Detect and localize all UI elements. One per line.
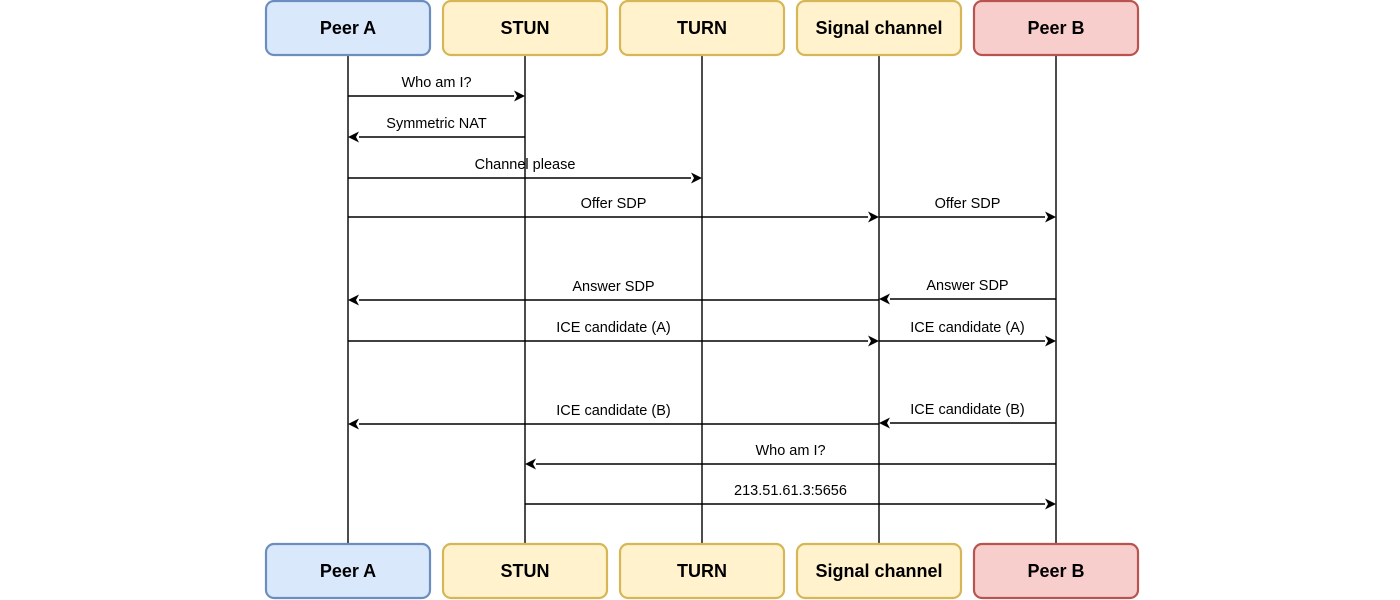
actor-stun-bottom: STUN: [441, 542, 609, 600]
arrowhead-icon: [348, 294, 359, 306]
arrowhead-icon: [868, 335, 879, 347]
actor-box: [795, 542, 963, 600]
actor-signal-bottom: Signal channel: [795, 542, 963, 600]
actor-label: Peer B: [1027, 18, 1084, 38]
message-label: ICE candidate (A): [910, 320, 1024, 336]
actor-box: [618, 542, 786, 600]
actor-box: [618, 0, 786, 57]
actor-stun-top: STUN: [441, 0, 609, 57]
messages: Who am I? Symmetric NAT Channel pleaseOffe…: [348, 75, 1056, 510]
message: Who am I?: [348, 75, 525, 102]
message-label: ICE candidate (B): [556, 403, 670, 419]
actor-box: [441, 0, 609, 57]
message-label: ICE candidate (B): [910, 402, 1024, 418]
message-label: Who am I?: [401, 75, 471, 91]
message: ICE candidate (A): [348, 320, 879, 347]
message: Answer SDP: [348, 279, 879, 306]
actor-label: Signal channel: [815, 561, 942, 581]
actor-label: Peer A: [320, 18, 376, 38]
arrowhead-icon: [1045, 335, 1056, 347]
arrowhead-icon: [868, 211, 879, 223]
actor-label: Signal channel: [815, 18, 942, 38]
message: ICE candidate (B): [879, 402, 1056, 429]
actor-box: [441, 542, 609, 600]
arrowhead-icon: [879, 293, 890, 305]
message-label: Who am I?: [755, 443, 825, 459]
message: ICE candidate (B): [348, 403, 879, 430]
message-label: Answer SDP: [926, 278, 1008, 294]
actor-row-top: Peer A STUN TURN Signal channel Peer B: [264, 0, 1140, 57]
actor-box: [795, 0, 963, 57]
message-label: Offer SDP: [935, 196, 1001, 212]
actor-row-bottom: Peer A STUN TURN Signal channel Peer B: [264, 542, 1140, 600]
actor-peer_a-top: Peer A: [264, 0, 432, 57]
arrowhead-icon: [525, 458, 536, 470]
arrowhead-icon: [1045, 211, 1056, 223]
arrowhead-icon: [879, 417, 890, 429]
actor-turn-top: TURN: [618, 0, 786, 57]
message: Symmetric NAT: [348, 116, 525, 143]
actor-label: Peer A: [320, 561, 376, 581]
arrowhead-icon: [691, 172, 702, 184]
actor-label: TURN: [677, 18, 727, 38]
message: 213.51.61.3:5656: [525, 483, 1056, 510]
message-label: ICE candidate (A): [556, 320, 670, 336]
actor-signal-top: Signal channel: [795, 0, 963, 57]
arrowhead-icon: [514, 90, 525, 102]
actor-peer_b-top: Peer B: [972, 0, 1140, 57]
arrowhead-icon: [1045, 498, 1056, 510]
actor-label: Peer B: [1027, 561, 1084, 581]
actor-peer_a-bottom: Peer A: [264, 542, 432, 600]
actor-turn-bottom: TURN: [618, 542, 786, 600]
message-label: 213.51.61.3:5656: [734, 483, 847, 499]
message: Channel please: [348, 157, 702, 184]
message: Offer SDP: [348, 196, 879, 223]
message: Answer SDP: [879, 278, 1056, 305]
arrowhead-icon: [348, 131, 359, 143]
actor-peer_b-bottom: Peer B: [972, 542, 1140, 600]
actor-box: [972, 542, 1140, 600]
actor-box: [264, 542, 432, 600]
message-label: Symmetric NAT: [386, 116, 487, 132]
message: Offer SDP: [879, 196, 1056, 223]
message-label: Answer SDP: [572, 279, 654, 295]
actor-label: STUN: [501, 561, 550, 581]
arrowhead-icon: [348, 418, 359, 430]
message-label: Offer SDP: [581, 196, 647, 212]
actor-label: TURN: [677, 561, 727, 581]
actor-box: [972, 0, 1140, 57]
actor-label: STUN: [501, 18, 550, 38]
actor-box: [264, 0, 432, 57]
message-label: Channel please: [475, 157, 576, 173]
message: Who am I?: [525, 443, 1056, 470]
message: ICE candidate (A): [879, 320, 1056, 347]
